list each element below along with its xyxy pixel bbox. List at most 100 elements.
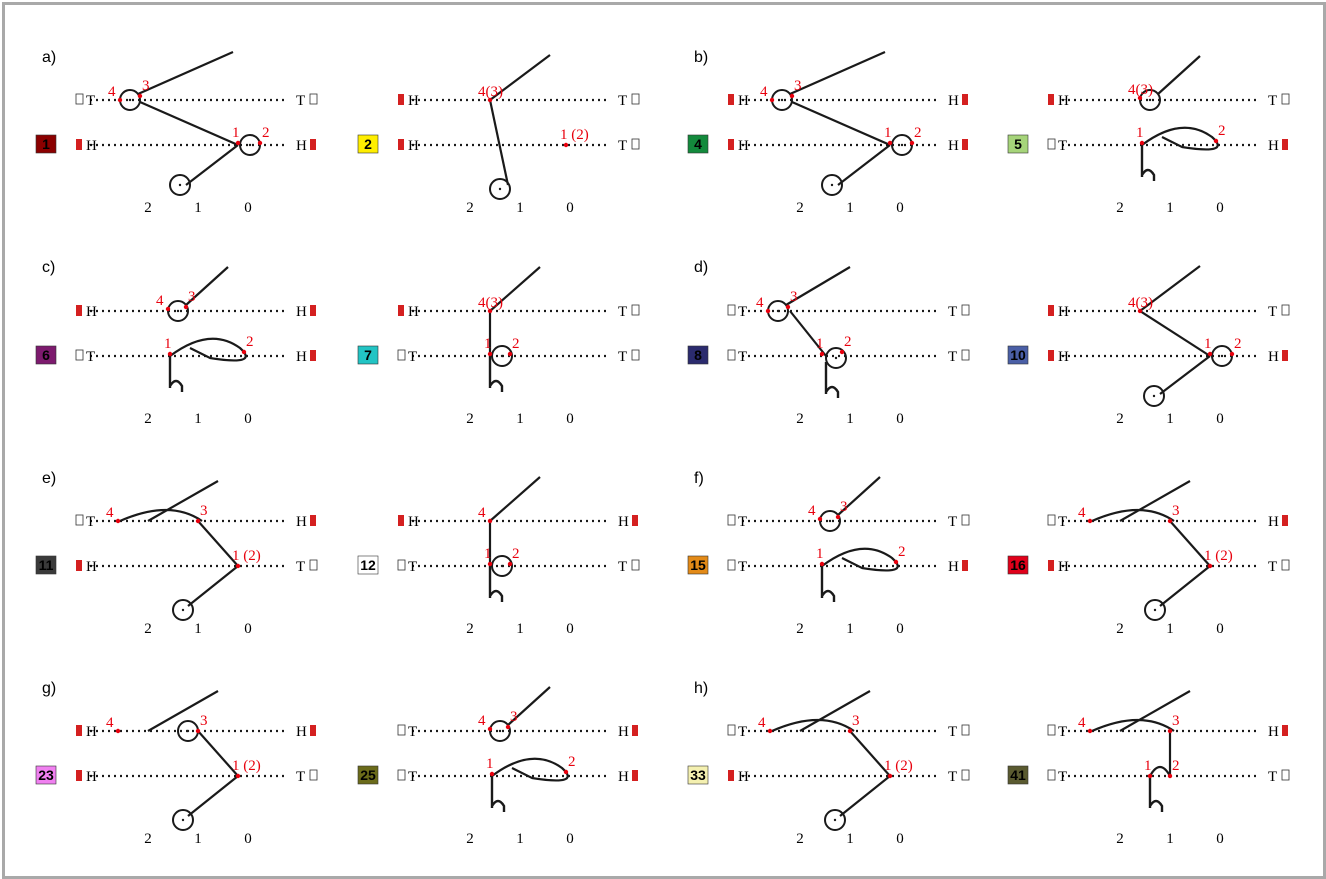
- top-left-end: H: [1058, 304, 1069, 320]
- node-label: 3: [1172, 713, 1180, 729]
- node-label: 4: [108, 84, 116, 100]
- group-label: h): [694, 680, 708, 697]
- axis-label: 0: [896, 831, 904, 847]
- bottom-right-end: H: [1268, 138, 1279, 154]
- axis-label: 1: [516, 831, 524, 847]
- axis-label: 1: [1166, 200, 1174, 216]
- node-dot: [893, 559, 899, 565]
- node-label: 3: [200, 503, 208, 519]
- end-box: [397, 349, 406, 361]
- axis-label: 0: [896, 621, 904, 637]
- panel-number: 2: [364, 136, 372, 152]
- top-left-end: T: [738, 304, 747, 320]
- end-box: [75, 349, 84, 361]
- node-label: 3: [790, 289, 798, 305]
- chain-line: [488, 99, 510, 186]
- axis-label: 2: [144, 200, 152, 216]
- loop-center-dot: [1153, 608, 1157, 612]
- axis-label: 0: [1216, 200, 1224, 216]
- panel-number: 12: [360, 557, 376, 573]
- end-box: [1281, 559, 1290, 571]
- node-label: 3: [200, 713, 208, 729]
- end-box: [1281, 93, 1290, 105]
- panel-badge: [687, 555, 709, 575]
- hook-stroke: [168, 356, 184, 392]
- loop-circle: [172, 809, 194, 831]
- panel-badge: [35, 555, 57, 575]
- node-dot: [1087, 518, 1093, 524]
- end-box: [727, 514, 736, 526]
- loop-center-dot: [498, 187, 502, 191]
- group-label: a): [42, 49, 56, 66]
- node-dot: [241, 349, 247, 355]
- axis-label: 2: [144, 411, 152, 427]
- end-box: [631, 559, 640, 571]
- end-box: [309, 769, 318, 781]
- panel-badge: [35, 345, 57, 365]
- node-label: 3: [1172, 503, 1180, 519]
- top-right-end: T: [1268, 304, 1277, 320]
- end-marker: [398, 515, 404, 526]
- chain-line: [489, 266, 541, 312]
- top-right-end: H: [296, 304, 307, 320]
- top-left-end: T: [738, 514, 747, 530]
- bottom-right-end: T: [1268, 559, 1277, 575]
- bottom-left-end: H: [408, 138, 419, 154]
- panel-badge: [1007, 345, 1029, 365]
- node-dot: [165, 306, 171, 312]
- top-right-end: T: [948, 724, 957, 740]
- chain-line: [489, 54, 551, 101]
- panel-badge: [687, 345, 709, 365]
- end-marker: [1048, 350, 1054, 361]
- node-dot: [887, 773, 893, 779]
- bottom-left-end: H: [86, 559, 97, 575]
- node-dot: [817, 516, 823, 522]
- loop-center-dot: [498, 729, 502, 733]
- panel-number: 7: [364, 347, 372, 363]
- axis-label: 0: [1216, 411, 1224, 427]
- loop-circle: [824, 809, 846, 831]
- chain-line: [1159, 565, 1211, 607]
- bottom-left-end: T: [408, 349, 417, 365]
- end-marker: [1282, 350, 1288, 361]
- loop-center-dot: [900, 143, 904, 147]
- chain-line: [139, 100, 239, 147]
- loop-center-dot: [181, 818, 185, 822]
- node-dot: [235, 140, 241, 146]
- axis-label: 0: [566, 621, 574, 637]
- loop-center-dot: [834, 356, 838, 360]
- group-label: f): [694, 470, 704, 487]
- bottom-right-end: H: [618, 769, 629, 785]
- axis-label: 0: [566, 411, 574, 427]
- loop-circle: [491, 555, 513, 577]
- axis-label: 1: [1166, 411, 1174, 427]
- panel-badge: [35, 765, 57, 785]
- node-dot: [1167, 728, 1173, 734]
- end-marker: [728, 139, 734, 150]
- axis-label: 1: [1166, 621, 1174, 637]
- loop-path: [491, 757, 569, 782]
- axis-label: 1: [194, 411, 202, 427]
- node-label: 1: [1144, 758, 1152, 774]
- panel-number: 41: [1010, 767, 1026, 783]
- node-dot: [1137, 95, 1143, 101]
- group-label: e): [42, 470, 56, 487]
- node-label: 4: [1078, 505, 1086, 521]
- top-right-end: T: [948, 304, 957, 320]
- node-label: 2: [246, 334, 254, 350]
- node-label: 1 (2): [560, 127, 589, 143]
- node-label: 2: [262, 125, 270, 141]
- node-dot: [489, 771, 495, 777]
- loop-circle: [1143, 385, 1165, 407]
- bottom-right-end: T: [1268, 769, 1277, 785]
- panel-number: 11: [39, 557, 54, 573]
- end-marker: [398, 94, 404, 105]
- chain-line: [1139, 265, 1201, 312]
- hook-stroke: [488, 356, 504, 392]
- axis-label: 2: [796, 200, 804, 216]
